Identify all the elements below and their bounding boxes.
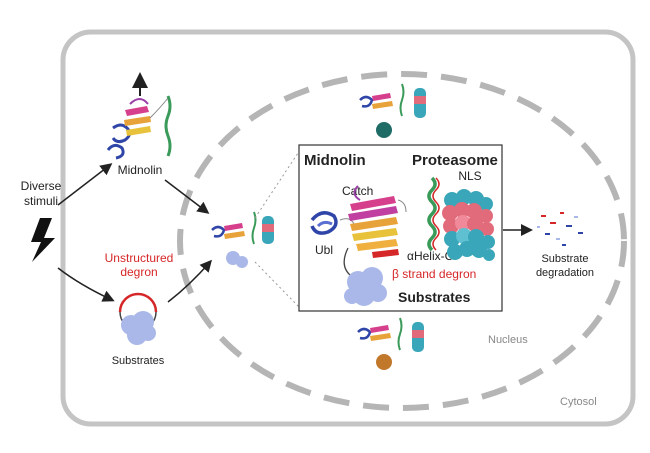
diverse-stimuli-label-1: Diverse: [21, 179, 62, 193]
nuclear-membrane: [177, 71, 627, 411]
alpha-helix: [427, 176, 437, 252]
proteasome-complex: [442, 189, 495, 261]
catch-domain: [348, 185, 407, 258]
arrow-substrate-to-complex: [167, 259, 212, 303]
diverse-stimuli-label-2: stimuli: [24, 194, 58, 208]
lightning-icon: [31, 218, 55, 262]
substrates-left-label: Substrates: [112, 355, 165, 367]
substrates-box-label: Substrates: [398, 289, 471, 305]
substrate-degradation-label-2: degradation: [536, 267, 594, 279]
catch-label: Catch: [342, 184, 373, 198]
nls-label: NLS: [458, 169, 481, 183]
arrow-midnolin-to-complex: [164, 179, 210, 214]
arrow-stimuli-to-midnolin: [57, 163, 113, 206]
zoom-line-bottom: [254, 261, 301, 309]
alpha-helix-label: αHelix-C: [407, 249, 454, 263]
degradation-fragments: [537, 212, 583, 246]
proteasome-label: Proteasome: [412, 152, 498, 169]
cytosol-label: Cytosol: [560, 396, 597, 408]
unstructured-degron-label-2: degron: [120, 265, 157, 279]
small-complex-top: [359, 83, 426, 138]
substrate-left: [118, 292, 158, 345]
small-complex-bottom: [357, 317, 424, 370]
alpha-helix-stripe: [432, 177, 440, 251]
substrate-degradation-label-1: Substrate: [541, 253, 588, 265]
substrate-box: [343, 247, 387, 306]
zoom-line-top: [254, 149, 301, 219]
small-complex-left: [211, 211, 274, 268]
midnolin-box-label: Midnolin: [304, 152, 366, 169]
ubl-label: Ubl: [315, 243, 333, 257]
unstructured-degron-label-1: Unstructured: [105, 251, 174, 265]
arrow-stimuli-to-substrates: [57, 267, 115, 302]
midnolin-left-label: Midnolin: [118, 163, 163, 177]
midnolin-protein-left: [106, 95, 172, 160]
nucleus-label: Nucleus: [488, 334, 528, 346]
ubl-domain: [310, 211, 355, 235]
beta-degron-label: β strand degron: [392, 267, 476, 281]
